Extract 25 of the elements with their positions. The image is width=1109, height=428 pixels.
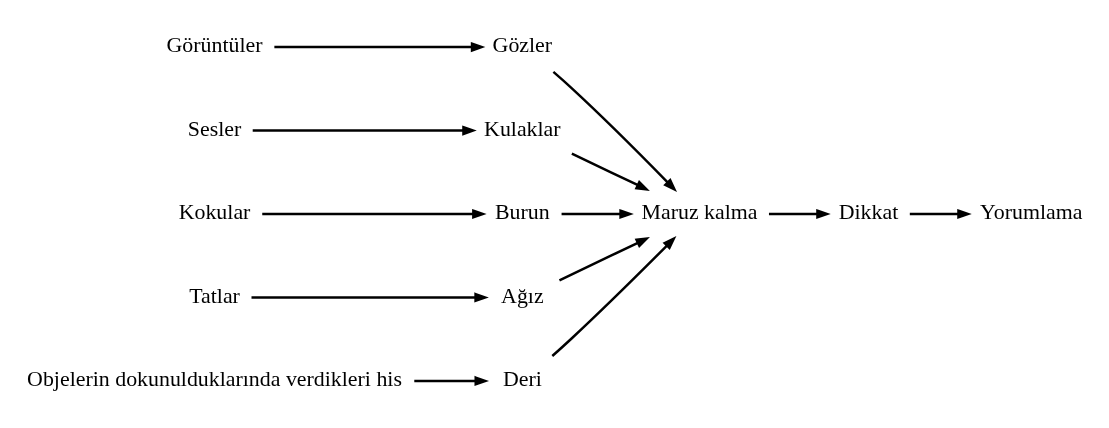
arrow [558, 237, 650, 282]
arrow [262, 208, 487, 220]
arrow [909, 208, 972, 220]
arrow [571, 152, 650, 191]
node-text: Dikkat [838, 200, 899, 225]
arrow [414, 375, 489, 386]
node-text: Gözler [492, 33, 553, 58]
node-text: Yorumlama [980, 200, 1083, 225]
node-text: Maruz kalma [641, 200, 758, 225]
node-text: Kokular [178, 200, 251, 225]
arrow [274, 42, 486, 53]
arrow [251, 292, 489, 303]
node-text: Burun [495, 200, 550, 225]
node-text: Sesler [187, 116, 242, 141]
arrow [551, 236, 677, 357]
node-text: Kulaklar [484, 116, 561, 141]
arrow [252, 125, 477, 136]
arrow [561, 208, 634, 220]
node-text: Tatlar [189, 283, 240, 308]
arrow [552, 71, 677, 192]
node-text: Ağız [501, 283, 544, 308]
node-text: Görüntüler [166, 33, 263, 58]
node-text: Objelerin dokunulduklarında verdikleri his [27, 367, 402, 392]
arrow [768, 208, 831, 220]
node-text: Deri [502, 367, 542, 392]
